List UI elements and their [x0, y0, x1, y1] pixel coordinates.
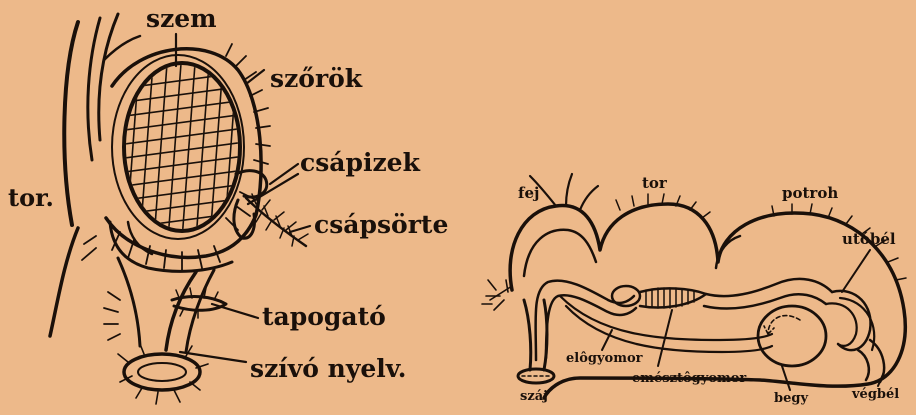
- proventriculus: [612, 286, 640, 306]
- compound-eye-rim: [112, 55, 244, 239]
- label-szivo-nyelv: szívó nyelv.: [250, 356, 407, 381]
- label-szem: szem: [146, 6, 217, 31]
- head-antenna: [482, 280, 512, 310]
- label-utobel: utóbél: [842, 232, 896, 247]
- label-vegbel: végbél: [852, 388, 899, 401]
- top-bristle: [88, 18, 100, 160]
- head-thorax-fold: [524, 230, 596, 276]
- label-begy: begy: [774, 392, 808, 405]
- oesophagus: [536, 281, 634, 360]
- arista-hairs: [252, 194, 308, 246]
- midgut: [640, 288, 706, 307]
- hindgut: [826, 303, 857, 345]
- crop-arrow: [764, 316, 800, 334]
- crop-duct: [566, 306, 772, 352]
- proboscis-stem: [118, 258, 140, 346]
- label-szaj: száj: [520, 390, 548, 403]
- label-fej: fej: [518, 186, 539, 201]
- intestine: [706, 279, 832, 296]
- labellum-inner: [138, 363, 186, 381]
- rectum: [858, 350, 869, 380]
- labellum: [124, 354, 200, 390]
- neck-line: [50, 228, 78, 336]
- label-tor: tor.: [8, 186, 54, 210]
- label-potroh: potroh: [782, 186, 838, 201]
- label-szorok: szőrök: [270, 66, 362, 91]
- fly-body-drawing: [482, 174, 906, 398]
- thorax-edge: [64, 22, 78, 225]
- label-tor-body: tor: [642, 176, 667, 191]
- mouth-tube: [524, 300, 531, 370]
- label-csapizek: csápizek: [300, 150, 420, 175]
- midgut-segments: [646, 288, 694, 308]
- leader-lines: [602, 250, 884, 390]
- label-tapogato: tapogató: [262, 304, 386, 329]
- label-csapsorte: csápsörte: [314, 212, 448, 237]
- label-emesztogyomor: emésztôgyomor: [632, 372, 746, 385]
- mouth-hairs: [82, 236, 120, 340]
- label-elogyomor: elôgyomor: [566, 352, 642, 365]
